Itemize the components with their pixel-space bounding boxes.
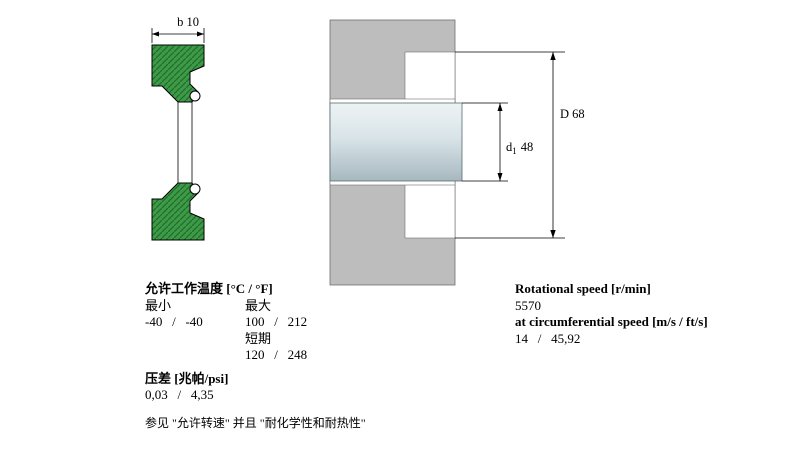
- garter-spring-lower: [189, 183, 201, 195]
- shaft: [329, 102, 463, 182]
- pressure-value: 0,03 / 4,35: [145, 387, 214, 402]
- dimension-arrow: [497, 103, 503, 111]
- temperature-pressure-spec-block: 允许工作温度 [°C / °F] 最小 -40 / -40 最大 100 / 2…: [145, 281, 505, 431]
- rotational-speed-value: 5570: [515, 297, 541, 313]
- seal-cross-section-drawing: b 10: [151, 15, 205, 241]
- temperature-short-term-label: 短期: [245, 330, 272, 346]
- seal-width-dimension-label: b 10: [177, 15, 199, 29]
- dimension-arrow: [197, 31, 204, 37]
- speed-spec-block: Rotational speed [r/min] 5570 at circumf…: [515, 281, 790, 347]
- temperature-min-column: 最小 -40 / -40: [145, 298, 245, 364]
- temperature-min-value: -40 / -40: [145, 314, 203, 329]
- temperature-max-value: 100 / 212: [245, 314, 308, 329]
- temperature-table: 最小 -40 / -40 最大 100 / 212 短期 120 / 248: [145, 298, 505, 364]
- temperature-min-header: 最小: [145, 297, 172, 313]
- temperature-max-header: 最大: [245, 297, 272, 313]
- dimension-arrow: [550, 230, 556, 238]
- see-also-footnote: 参见 "允许转速" 并且 "耐化学性和耐热性": [145, 415, 366, 430]
- housing-bore-dimension-label: D 68: [560, 107, 585, 121]
- pressure-title: 压差 [兆帕/psi]: [145, 370, 229, 386]
- rotational-speed-title: Rotational speed [r/min]: [515, 281, 651, 296]
- temperature-short-term-value: 120 / 248: [245, 347, 308, 362]
- temperature-title: 允许工作温度 [°C / °F]: [145, 281, 273, 296]
- dimension-arrow: [550, 52, 556, 60]
- dimension-arrow: [497, 173, 503, 181]
- temperature-max-column: 最大 100 / 212 短期 120 / 248: [245, 298, 307, 364]
- circumferential-speed-title: at circumferential speed [m/s / ft/s]: [515, 314, 708, 329]
- circumferential-speed-value: 14 / 45,92: [515, 330, 581, 346]
- garter-spring-upper: [189, 90, 201, 102]
- dimension-arrow: [152, 31, 159, 37]
